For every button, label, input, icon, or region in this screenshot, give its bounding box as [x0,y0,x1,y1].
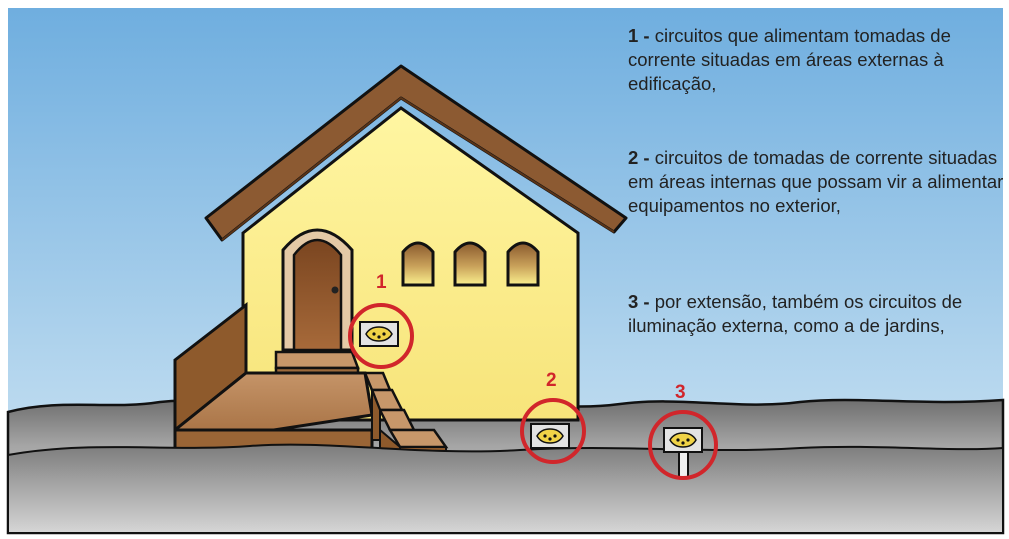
outlet-3 [648,410,718,480]
outlet-2 [520,398,586,464]
ground-front [7,443,1004,534]
outlet-1 [348,303,414,369]
note-2-number: 2 - [628,147,650,168]
note-1-text: circuitos que alimentam tomadas de corre… [628,25,951,94]
marker-3-label: 3 [675,382,686,403]
porch-stairs [173,301,449,463]
note-2: 2 - circuitos de tomadas de corrente sit… [628,146,1006,218]
note-1: 1 - circuitos que alimentam tomadas de c… [628,24,1006,96]
note-2-text: circuitos de tomadas de corrente situada… [628,147,1004,216]
note-1-number: 1 - [628,25,650,46]
note-3: 3 - por extensão, também os circuitos de… [628,290,1006,338]
note-3-number: 3 - [628,291,650,312]
marker-1-label: 1 [376,272,387,293]
windows [401,241,540,287]
note-3-text: por extensão, também os circuitos de ilu… [628,291,963,336]
door [281,228,354,352]
marker-2-label: 2 [546,370,557,391]
